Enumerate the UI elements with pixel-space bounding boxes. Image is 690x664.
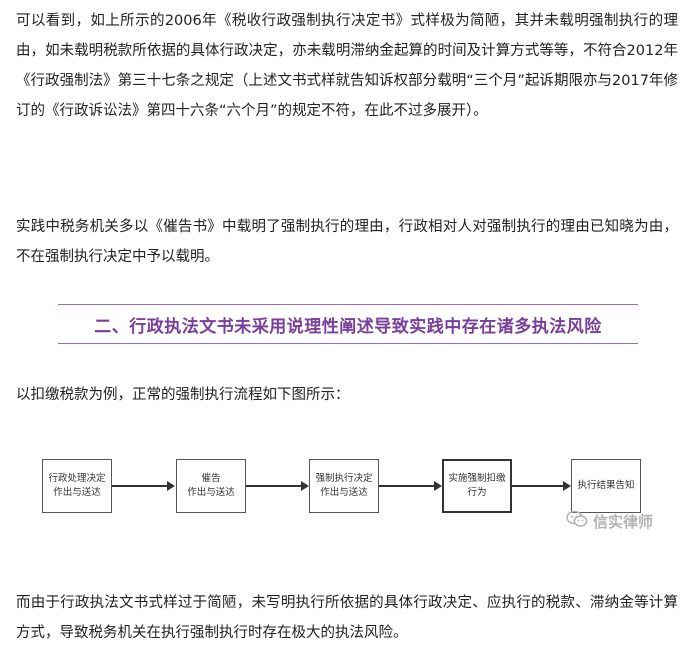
paragraph-flow-intro: 以扣缴税款为例，正常的强制执行流程如下图所示： [16, 387, 350, 403]
flow-arrow [246, 481, 309, 491]
flow-step-line: 执行结果告知 [577, 480, 635, 491]
flow-step-line: 催告 [201, 473, 221, 484]
watermark: 信实律师 [566, 510, 653, 532]
flow-arrow [112, 481, 175, 491]
flow-step-line: 实施强制扣缴 [448, 473, 506, 484]
flow-arrow [379, 481, 442, 491]
watermark-text: 信实律师 [593, 512, 654, 531]
section-heading: 二、行政执法文书未采用说理性阐述导致实践中存在诸多执法风险 [58, 304, 638, 344]
flow-step-line: 作出与送达 [187, 487, 235, 498]
flow-step-enforcement-decision: 强制执行决定 作出与送达 [309, 459, 379, 513]
flow-step-line: 作出与送达 [53, 487, 101, 498]
flow-step-line: 强制执行决定 [315, 473, 373, 484]
flow-step-result-notice: 执行结果告知 [571, 459, 641, 513]
paragraph-practice-note: 实践中税务机关多以《催告书》中载明了强制执行的理由，行政相对人对强制执行的理由已… [16, 219, 678, 265]
flow-arrow [512, 481, 571, 491]
paragraph-decision-form-analysis: 可以看到，如上所示的2006年《税收行政强制执行决定书》式样极为简陋，其并未载明… [16, 13, 678, 119]
flow-step-line: 行为 [467, 487, 487, 498]
section-heading-text: 二、行政执法文书未采用说理性阐述导致实践中存在诸多执法风险 [94, 316, 602, 337]
enforcement-flowchart: 行政处理决定 作出与送达 催告 作出与送达 强制执行决定 作出与送达 实施强制扣… [0, 450, 690, 550]
flow-step-administrative-decision: 行政处理决定 作出与送达 [42, 459, 112, 513]
flow-step-line: 行政处理决定 [48, 473, 106, 484]
paragraph-risk-conclusion: 而由于行政执法文书式样过于简陋，未写明执行所依据的具体行政决定、应执行的税款、滞… [16, 595, 678, 641]
flow-step-line: 作出与送达 [320, 487, 368, 498]
flow-step-withholding: 实施强制扣缴 行为 [442, 459, 512, 513]
flow-step-reminder: 催告 作出与送达 [176, 459, 246, 513]
wechat-icon [566, 510, 588, 532]
